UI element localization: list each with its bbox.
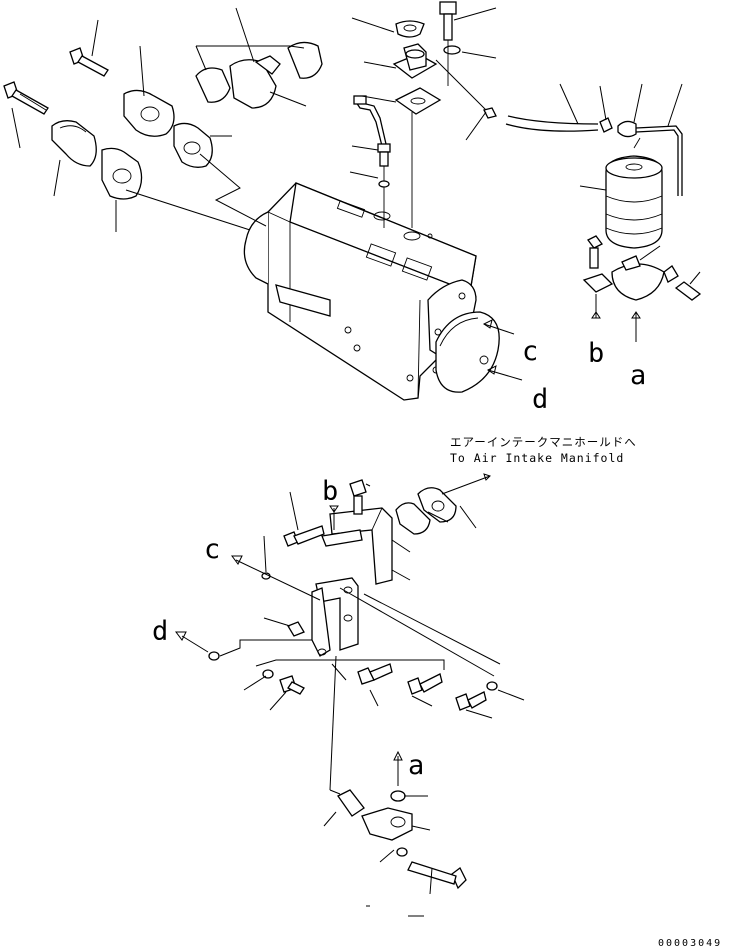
- hose-cuffs: [195, 41, 323, 109]
- injection-pump-body: [243, 182, 500, 401]
- hose-and-pipe: [483, 107, 683, 196]
- note-english: To Air Intake Manifold: [450, 451, 624, 465]
- bracket-assembly: [208, 479, 498, 890]
- label-a-lower: a: [408, 750, 424, 781]
- delivery-valve-stack: [353, 95, 391, 228]
- fuel-filter: [582, 155, 702, 301]
- label-b-upper: b: [588, 338, 604, 369]
- label-a-upper: a: [630, 360, 646, 391]
- label-c-upper: c: [522, 336, 538, 367]
- left-fittings: [3, 47, 213, 200]
- leader-lines-lower: [175, 473, 525, 917]
- label-c-lower: c: [204, 534, 220, 565]
- label-d-lower: d: [152, 616, 168, 647]
- top-flange-parts: [392, 1, 461, 228]
- drawing-number: 00003049: [658, 938, 722, 949]
- label-d-upper: d: [532, 384, 548, 415]
- leader-lines-upper: [11, 7, 701, 381]
- label-b-lower: b: [322, 476, 338, 507]
- note-japanese: エアーインテークマニホールドへ: [450, 435, 637, 449]
